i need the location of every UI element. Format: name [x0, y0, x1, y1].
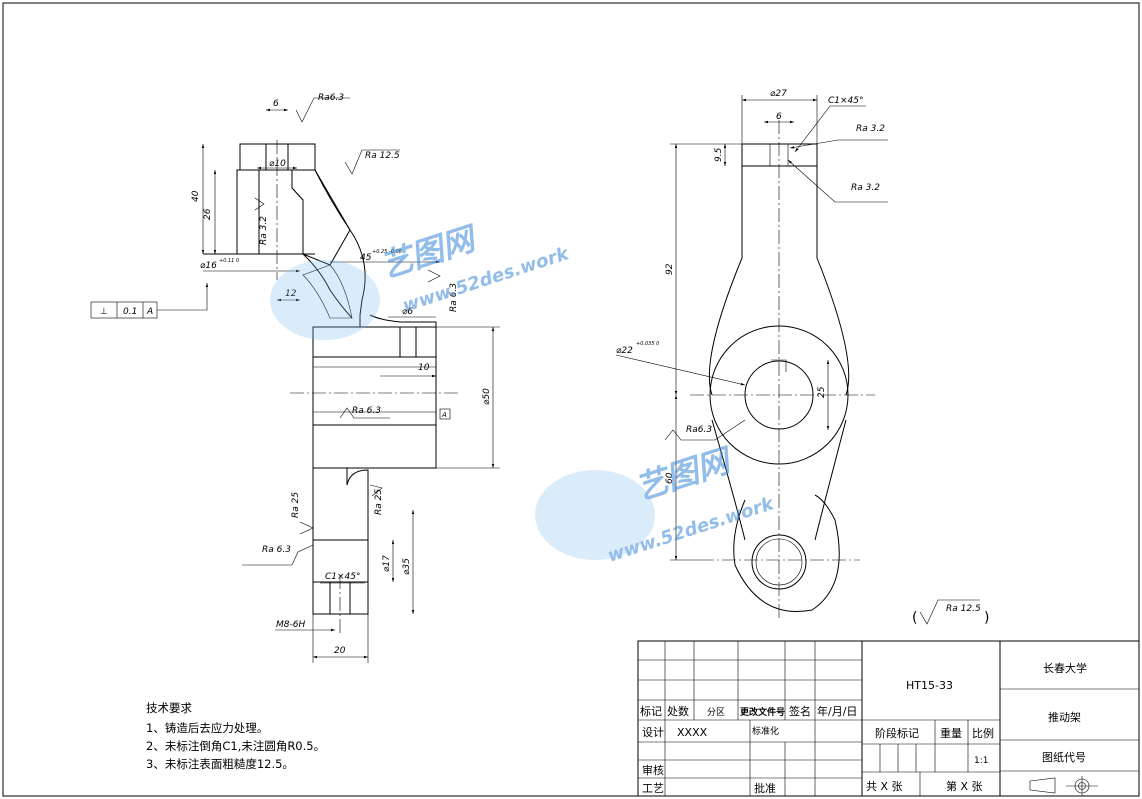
roughness-ra25-left: Ra 25	[291, 492, 301, 518]
svg-text:): )	[984, 610, 989, 626]
dim-d35: ⌀35	[402, 558, 412, 575]
tb-scale: 比例	[972, 726, 994, 740]
tb-scale-value: 1:1	[974, 756, 988, 766]
tb-date: 年/月/日	[817, 704, 857, 718]
general-roughness-value: Ra 12.5	[946, 604, 981, 614]
tb-sign: 签名	[789, 704, 811, 718]
tb-count: 处数	[667, 705, 689, 718]
title-part-name: 推动架	[1048, 710, 1081, 724]
roughness-ra32-a: Ra 3.2	[856, 124, 885, 134]
chamfer-c1x45-right: C1×45°	[828, 96, 864, 106]
dim-d17: ⌀17	[382, 555, 392, 572]
tech-req-item-1: 1、铸造后去应力处理。	[146, 721, 268, 735]
tech-req-heading: 技术要求	[146, 701, 192, 715]
dim-d16: ⌀16	[200, 261, 217, 271]
title-university: 长春大学	[1043, 661, 1087, 675]
tb-design: 设计	[642, 726, 664, 739]
dim-d10: ⌀10	[269, 159, 286, 169]
tb-stage-mark: 阶段标记	[875, 726, 919, 740]
tb-weight: 重量	[940, 726, 962, 740]
tech-req-item-3: 3、未标注表面粗糙度12.5。	[146, 757, 294, 771]
title-block: HT15-33 长春大学 推动架 图纸代号 标记 处数 分区 更改文件号 签名 …	[637, 640, 1140, 797]
dim-25: 25	[817, 386, 827, 398]
watermark-cn-2: 艺图网	[631, 440, 739, 507]
tech-req-item-2: 2、未标注倒角C1,未注圆角R0.5。	[146, 739, 325, 753]
roughness-ra63-bottom: Ra 6.3	[262, 545, 291, 555]
roughness-ra63-mid: Ra 6.3	[352, 406, 381, 416]
tb-standardize: 标准化	[752, 725, 779, 737]
dim-d22: ⌀22	[616, 346, 633, 356]
dim-d27: ⌀27	[770, 89, 787, 99]
tb-approve: 批准	[754, 781, 776, 795]
roughness-ra32-inner: Ra 3.2	[259, 216, 269, 245]
roughness-ra125: Ra 12.5	[365, 151, 400, 161]
dim-45-tol: +0.25 -0.06	[372, 249, 402, 255]
chamfer-c1x45-left: C1×45°	[325, 572, 361, 582]
dim-6-right: 6	[776, 112, 782, 122]
roughness-ra63-right: Ra6.3	[686, 425, 712, 435]
tb-change-doc: 更改文件号	[740, 706, 785, 718]
dim-d22-tol: +0.035 0	[636, 341, 659, 347]
dim-6-top: 6	[273, 99, 279, 109]
dim-12: 12	[285, 289, 297, 299]
dim-d50: ⌀50	[482, 388, 492, 405]
dim-d6-pin: ⌀6	[402, 307, 413, 317]
roughness-ra63-top: Ra6.3	[318, 93, 344, 103]
technical-requirements: 技术要求 1、铸造后去应力处理。 2、未标注倒角C1,未注圆角R0.5。 3、未…	[146, 701, 325, 771]
watermark: 艺图网 www.52des.work 艺图网 www.52des.work	[270, 218, 777, 567]
datum-a: A	[441, 411, 447, 419]
general-roughness-note: ( ) Ra 12.5	[912, 599, 989, 626]
tb-zone: 分区	[707, 707, 725, 718]
dim-20: 20	[334, 646, 346, 656]
tb-designer: XXXX	[677, 726, 708, 739]
tolerance-symbol: ⊥	[100, 307, 108, 317]
tb-process: 工艺	[642, 782, 664, 795]
right-front-view: ⌀27 C1×45° 6 Ra 3.2 Ra 3.2 9.5 92 ⌀22 +0…	[615, 89, 888, 620]
tb-review: 审核	[642, 763, 664, 777]
dim-45: 45	[360, 253, 372, 263]
dim-9-5: 9.5	[714, 147, 724, 162]
title-model-no: HT15-33	[906, 679, 953, 692]
dim-d16-tol: +0.11 0	[219, 258, 239, 264]
dim-92: 92	[665, 263, 675, 275]
tb-sheet-no: 第 X 张	[946, 779, 983, 793]
roughness-ra32-b: Ra 3.2	[851, 183, 880, 193]
svg-text:(: (	[912, 610, 917, 626]
tolerance-value: 0.1	[123, 307, 137, 317]
tolerance-datum: A	[146, 307, 153, 317]
thread-m8: M8-6H	[276, 620, 305, 630]
title-drawing-code-label: 图纸代号	[1042, 751, 1086, 764]
left-section-view: 6 Ra6.3 Ra 12.5 ⌀10 40 26 Ra 3.2 ⌀16 +0.…	[90, 93, 500, 663]
dim-40: 40	[191, 190, 201, 202]
roughness-ra25-right: Ra 25	[374, 489, 384, 515]
tb-mark: 标记	[640, 704, 662, 718]
tb-total-sheets: 共 X 张	[866, 780, 903, 793]
dim-26: 26	[203, 208, 213, 220]
dim-60: 60	[665, 472, 675, 484]
roughness-ra63-side: Ra 6.3	[449, 283, 459, 312]
dim-10-pin: 10	[418, 363, 430, 373]
